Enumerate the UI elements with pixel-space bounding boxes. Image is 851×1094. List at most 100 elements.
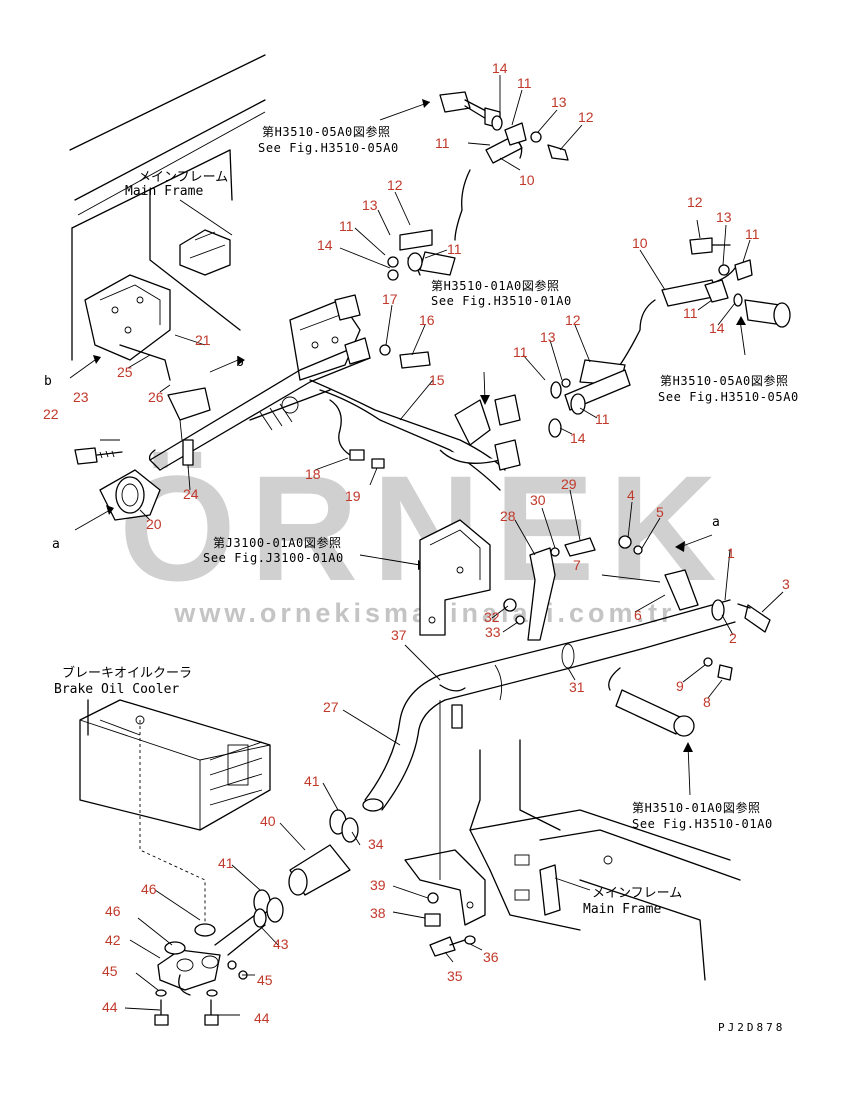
callout-24: 24	[183, 486, 199, 502]
right-hose-assembly	[548, 237, 791, 438]
main-frame-lower	[404, 700, 741, 981]
view-arrows	[69, 355, 713, 552]
callout-32: 32	[484, 609, 500, 625]
ref-h3510-01a0-jp-mid: 第H3510-01A0図参照	[431, 278, 560, 293]
callout-39: 39	[370, 877, 386, 893]
ref-h3510-05a0-en-right: See Fig.H3510-05A0	[658, 390, 799, 404]
callout-11: 11	[339, 218, 354, 234]
ref-h3510-01a0-en-bottom: See Fig.H3510-01A0	[632, 817, 773, 831]
callout-14: 14	[570, 430, 586, 446]
callout-19: 19	[345, 488, 361, 504]
callout-3: 3	[782, 576, 790, 592]
callout-44: 44	[102, 999, 118, 1015]
callout-33: 33	[485, 624, 501, 640]
callout-13: 13	[540, 329, 556, 345]
main-frame-lower-jp: メインフレーム	[592, 886, 682, 901]
view-b-right: b	[236, 355, 244, 370]
callout-35: 35	[447, 968, 463, 984]
callout-40: 40	[260, 813, 276, 829]
view-b-left: b	[44, 374, 52, 389]
ref-j3100-01a0-jp: 第J3100-01A0図参照	[213, 535, 342, 550]
callout-41: 41	[304, 773, 320, 789]
callout-26: 26	[148, 389, 164, 405]
view-a-left: a	[52, 537, 60, 552]
callout-11: 11	[517, 75, 532, 91]
watermark-brand: ÖRNEK	[119, 444, 731, 612]
upper-tube-assembly	[74, 294, 521, 521]
callout-13: 13	[716, 209, 732, 225]
callout-14: 14	[317, 237, 333, 253]
callout-34: 34	[368, 836, 384, 852]
callout-12: 12	[387, 177, 403, 193]
ref-h3510-05a0-jp-right: 第H3510-05A0図参照	[660, 373, 789, 388]
callout-16: 16	[419, 312, 435, 328]
callout-41: 41	[218, 855, 234, 871]
ref-h3510-05a0-jp-top: 第H3510-05A0図参照	[262, 124, 391, 139]
leader-lines	[100, 75, 784, 1016]
callout-25: 25	[117, 364, 133, 380]
callout-5: 5	[656, 504, 664, 520]
callout-13: 13	[551, 94, 567, 110]
callout-11: 11	[683, 305, 698, 321]
callout-8: 8	[703, 694, 711, 710]
callout-11: 11	[435, 135, 450, 151]
callout-7: 7	[573, 557, 581, 573]
callout-12: 12	[565, 312, 581, 328]
callout-31: 31	[569, 679, 585, 695]
ref-j3100-01a0-en: See Fig.J3100-01A0	[203, 551, 344, 565]
top-hose-assembly	[379, 91, 569, 369]
reference-arrows	[359, 99, 746, 796]
callout-14: 14	[492, 60, 508, 76]
callout-18: 18	[305, 466, 321, 482]
callout-10: 10	[519, 172, 535, 188]
callout-21: 21	[195, 332, 211, 348]
drawing-code: PJ2D878	[718, 1021, 785, 1034]
callout-11: 11	[447, 241, 462, 257]
callout-11: 11	[595, 411, 610, 427]
cooler-label-en: Brake Oil Cooler	[54, 682, 179, 697]
callout-11: 11	[513, 344, 528, 360]
ref-h3510-05a0-en-top: See Fig.H3510-05A0	[258, 141, 399, 155]
main-frame-label-jp: メインフレーム	[138, 170, 228, 185]
callout-28: 28	[500, 508, 516, 524]
callout-9: 9	[676, 678, 684, 694]
callout-10: 10	[632, 235, 648, 251]
view-a-right: a	[712, 515, 720, 530]
main-frame-lower-en: Main Frame	[583, 902, 661, 917]
callout-1: 1	[727, 545, 735, 561]
callout-23: 23	[73, 389, 89, 405]
callout-37: 37	[391, 627, 407, 643]
callout-30: 30	[530, 492, 546, 508]
callout-46: 46	[141, 881, 157, 897]
callout-42: 42	[105, 932, 121, 948]
main-frame-label-en: Main Frame	[125, 184, 203, 199]
callout-17: 17	[382, 291, 398, 307]
cooler-label-jp: ブレーキオイルクーラ	[62, 665, 192, 681]
part-callouts: 14 11 13 12 11 10 12 13 11 14 11 17 16 1…	[43, 60, 790, 1026]
lower-pipe-assembly	[154, 809, 359, 1026]
middle-tube-assembly	[362, 519, 771, 812]
callout-4: 4	[627, 487, 635, 503]
callout-12: 12	[687, 194, 703, 210]
callout-46: 46	[105, 903, 121, 919]
callout-20: 20	[146, 516, 162, 532]
ref-h3510-01a0-jp-bottom: 第H3510-01A0図参照	[632, 800, 761, 815]
callout-27: 27	[323, 699, 339, 715]
callout-12: 12	[578, 109, 594, 125]
callout-2: 2	[729, 630, 737, 646]
callout-15: 15	[429, 372, 445, 388]
brake-oil-cooler	[79, 699, 271, 925]
callout-45: 45	[102, 963, 118, 979]
callout-38: 38	[370, 905, 386, 921]
main-frame-upper	[69, 54, 266, 381]
callout-13: 13	[362, 197, 378, 213]
ref-h3510-01a0-en-mid: See Fig.H3510-01A0	[431, 294, 572, 308]
callout-45: 45	[257, 972, 273, 988]
callout-29: 29	[561, 476, 577, 492]
callout-44: 44	[254, 1010, 270, 1026]
callout-6: 6	[634, 607, 642, 623]
callout-11: 11	[745, 226, 760, 242]
callout-22: 22	[43, 406, 59, 422]
